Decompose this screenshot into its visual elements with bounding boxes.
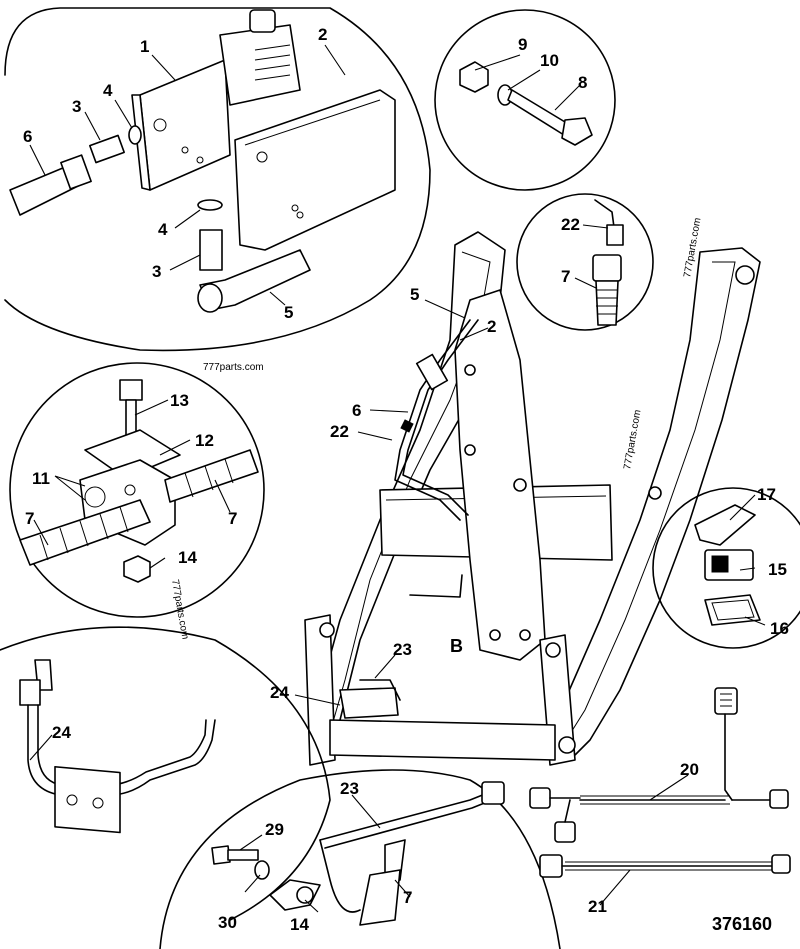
callout-6: 6 — [352, 401, 361, 420]
callout-3: 3 — [152, 262, 161, 281]
callout-22: 22 — [330, 422, 349, 441]
drawing-number: 376160 — [712, 914, 772, 934]
callout-29: 29 — [265, 820, 284, 839]
callout-15: 15 — [768, 560, 787, 579]
callout-8: 8 — [578, 73, 587, 92]
callout-17: 17 — [757, 485, 776, 504]
callout-7: 7 — [561, 267, 570, 286]
callout-23: 23 — [393, 640, 412, 659]
callout-23: 23 — [340, 779, 359, 798]
callout-7: 7 — [228, 509, 237, 528]
detail-hose-fitting — [516, 193, 654, 331]
section-letter-b: B — [450, 636, 463, 656]
callout-5: 5 — [284, 303, 293, 322]
callout-24: 24 — [270, 683, 289, 702]
callout-30: 30 — [218, 913, 237, 932]
detail-valve-block — [4, 7, 431, 352]
callout-2: 2 — [318, 25, 327, 44]
detail-pipe — [0, 626, 331, 921]
callout-21: 21 — [588, 897, 607, 916]
callout-1: 1 — [140, 37, 149, 56]
loader-arm-frame — [304, 231, 761, 766]
harnesses — [529, 687, 791, 878]
callout-7: 7 — [403, 888, 412, 907]
detail-bolt — [434, 9, 616, 191]
leader-lines — [29, 44, 766, 913]
callouts: 1 2 3 4 6 4 3 5 9 10 8 22 7 5 2 6 22 13 … — [23, 25, 789, 934]
callout-6: 6 — [23, 127, 32, 146]
callout-16: 16 — [770, 619, 789, 638]
detail-hose-clamp — [9, 362, 265, 618]
callout-5: 5 — [410, 285, 419, 304]
callout-9: 9 — [518, 35, 527, 54]
callout-11: 11 — [32, 469, 50, 488]
callout-12: 12 — [195, 431, 214, 450]
callout-3: 3 — [72, 97, 81, 116]
callout-4: 4 — [103, 81, 113, 100]
watermark-text: 777parts.com — [622, 409, 643, 471]
watermark-text: 777parts.com — [203, 362, 264, 373]
callout-2: 2 — [487, 317, 496, 336]
callout-13: 13 — [170, 391, 189, 410]
callout-22: 22 — [561, 215, 580, 234]
callout-10: 10 — [540, 51, 559, 70]
callout-20: 20 — [680, 760, 699, 779]
callout-4: 4 — [158, 220, 168, 239]
callout-14: 14 — [290, 915, 309, 934]
callout-7: 7 — [25, 509, 34, 528]
callout-14: 14 — [178, 548, 197, 567]
callout-24: 24 — [52, 723, 71, 742]
